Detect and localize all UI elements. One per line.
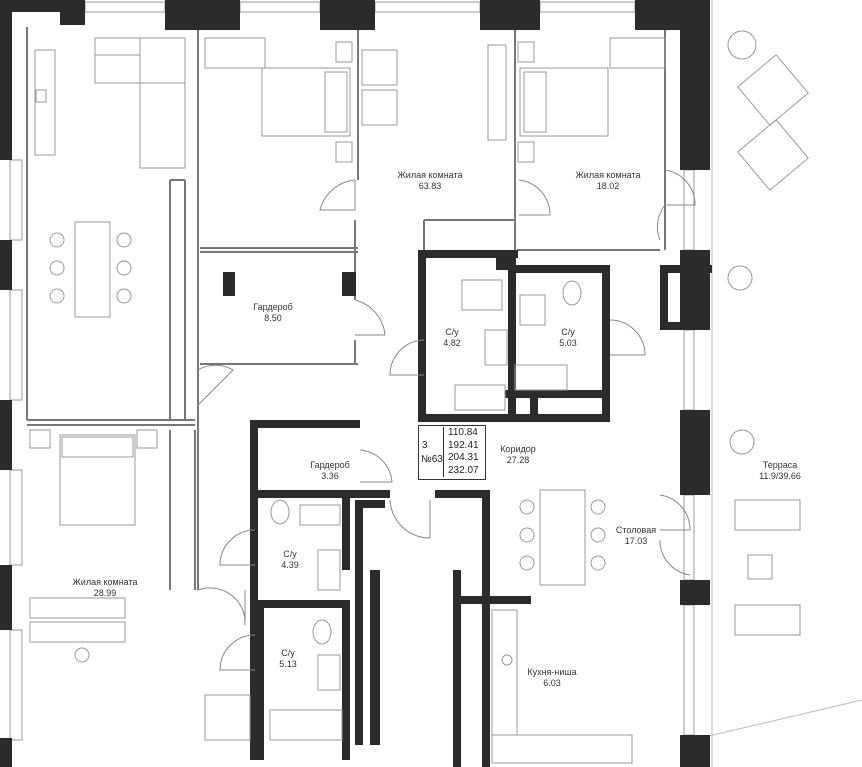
room-area: 18.02 [596, 181, 620, 191]
lower-core-walls [250, 420, 531, 767]
room-name: С/у [561, 327, 575, 337]
room-label-kitchen: Кухня-ниша 6.03 [527, 667, 576, 689]
room-label-bath-2: С/у 5.03 [559, 327, 577, 349]
room-area: 63.83 [418, 181, 442, 191]
furniture [29, 30, 809, 764]
room-area: 4.39 [281, 560, 299, 570]
area-list: 110.84 192.41 204.31 232.07 [443, 427, 488, 477]
room-label-bath-1: С/у 4.82 [443, 327, 461, 349]
doors [197, 169, 696, 671]
room-name: Жилая комната [397, 170, 463, 180]
area-value: 110.84 [448, 427, 478, 438]
apartment-number: №63 [421, 454, 443, 465]
windows [9, 1, 695, 741]
room-label-bedroom-top-right: Жилая комната 18.02 [575, 170, 640, 192]
room-area: 5.03 [559, 338, 577, 348]
terrace-area [699, 0, 862, 767]
room-area: 27.28 [506, 455, 530, 465]
room-name: Жилая комната [72, 577, 138, 587]
apartment-summary-box: 3 №63 110.84 192.41 204.31 232.07 [418, 425, 486, 480]
area-value: 204.31 [448, 452, 479, 463]
room-area: 5.13 [279, 659, 297, 669]
room-area: 17.03 [624, 536, 648, 546]
room-label-wardrobe-2: Гардероб 3.36 [310, 460, 350, 482]
room-name: С/у [281, 648, 295, 658]
room-area: 8.50 [264, 313, 282, 323]
room-name: Гардероб [253, 302, 293, 312]
room-name: С/у [445, 327, 459, 337]
room-area: 6.03 [543, 678, 561, 688]
rooms-count: 3 [422, 440, 428, 451]
room-name: Коридор [500, 444, 536, 454]
area-value: 232.07 [448, 464, 479, 476]
room-area: 4.82 [443, 338, 461, 348]
room-label-bath-3: С/у 4.39 [281, 549, 299, 571]
room-label-bedroom-left: Жилая комната 28.99 [72, 577, 137, 599]
room-label-terrace: Терраса 11.9/39.66 [759, 460, 801, 482]
room-label-corridor: Коридор 27.28 [500, 444, 536, 466]
room-name: Терраса [762, 460, 798, 470]
room-name: С/у [283, 549, 297, 559]
exterior-walls [0, 0, 710, 767]
room-label-dining: Столовая 17.03 [616, 525, 656, 547]
room-name: Столовая [615, 525, 657, 535]
room-name: Жилая комната [575, 170, 641, 180]
room-area: 3.36 [321, 471, 339, 481]
room-area: 28.99 [93, 588, 117, 598]
area-value: 192.41 [448, 439, 479, 451]
room-name: Кухня-ниша [527, 667, 577, 677]
room-name: Гардероб [310, 460, 350, 470]
room-label-bath-4: С/у 5.13 [279, 648, 297, 670]
room-area: 11.9/39.66 [759, 471, 801, 481]
bathroom-block-walls [223, 250, 712, 422]
room-label-living-1: Жилая комната 63.83 [397, 170, 462, 192]
room-label-wardrobe-1: Гардероб 8.50 [253, 302, 293, 324]
